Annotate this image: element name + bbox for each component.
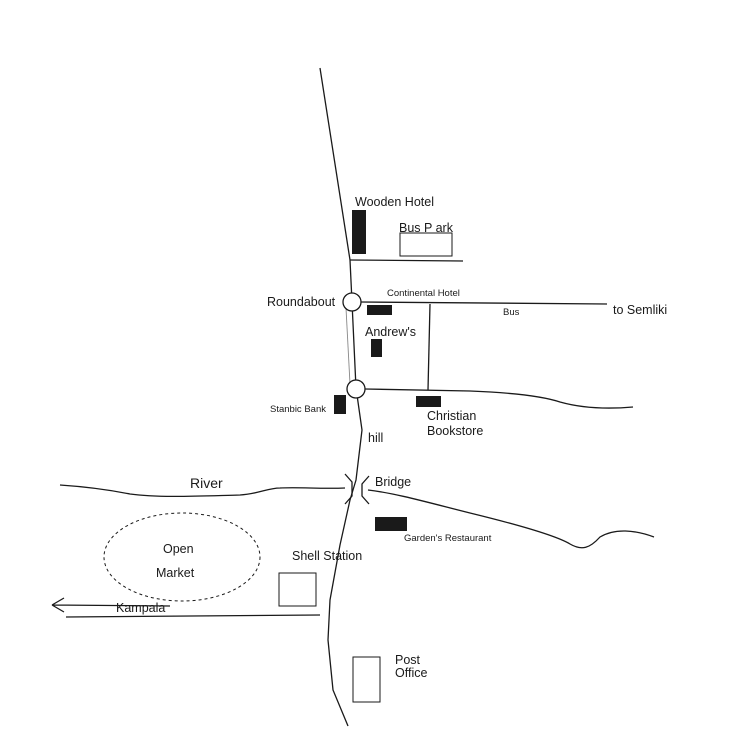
post-office-label-1: Post	[395, 653, 421, 667]
open-market-area	[103, 512, 261, 602]
andrews-label: Andrew's	[365, 325, 416, 339]
shell-station-label: Shell Station	[292, 549, 362, 563]
wooden-hotel-label: Wooden Hotel	[355, 195, 434, 209]
gardens-restaurant-label: Garden's Restaurant	[404, 533, 492, 544]
open-market-label-2: Market	[156, 566, 195, 580]
shell-station-building	[278, 572, 317, 607]
bus-park-road	[349, 259, 464, 262]
kampala-label: Kampala	[116, 601, 165, 615]
to-semliki-label: to Semliki	[613, 303, 667, 317]
bridge-left	[344, 473, 353, 505]
kampala-road	[65, 614, 321, 618]
bus-label: Bus	[503, 307, 520, 318]
lower-roundabout	[346, 379, 366, 399]
open-market-label-1: Open	[163, 542, 194, 556]
lower-east-road	[364, 388, 634, 409]
stanbic-bank-building	[334, 395, 346, 414]
continental-hotel-building	[367, 305, 392, 315]
river-label: River	[190, 475, 223, 491]
bus-park-building	[399, 232, 453, 257]
christian-bookstore-label-1: Christian	[427, 409, 476, 423]
hill-label: hill	[368, 431, 383, 445]
bus-park-label: Bus P ark	[399, 221, 454, 235]
parallel-road	[345, 307, 351, 385]
semliki-road	[360, 301, 608, 305]
wooden-hotel-building	[352, 210, 366, 254]
post-office-building	[352, 656, 381, 703]
gardens-restaurant-building	[375, 517, 407, 531]
continental-hotel-label: Continental Hotel	[387, 288, 460, 299]
bridge-right	[361, 475, 370, 505]
andrews-building	[371, 339, 382, 357]
christian-bookstore-label-2: Bookstore	[427, 424, 483, 438]
river-west	[59, 484, 346, 498]
river-east	[367, 489, 655, 549]
upper-roundabout	[342, 292, 362, 312]
stanbic-bank-label: Stanbic Bank	[270, 404, 326, 415]
post-office-label-2: Office	[395, 666, 427, 680]
roundabout-label: Roundabout	[267, 295, 336, 309]
kampala-road-arrow	[51, 597, 171, 613]
christian-bookstore-building	[416, 396, 441, 407]
bridge-label: Bridge	[375, 475, 411, 489]
connector-road	[427, 303, 431, 391]
